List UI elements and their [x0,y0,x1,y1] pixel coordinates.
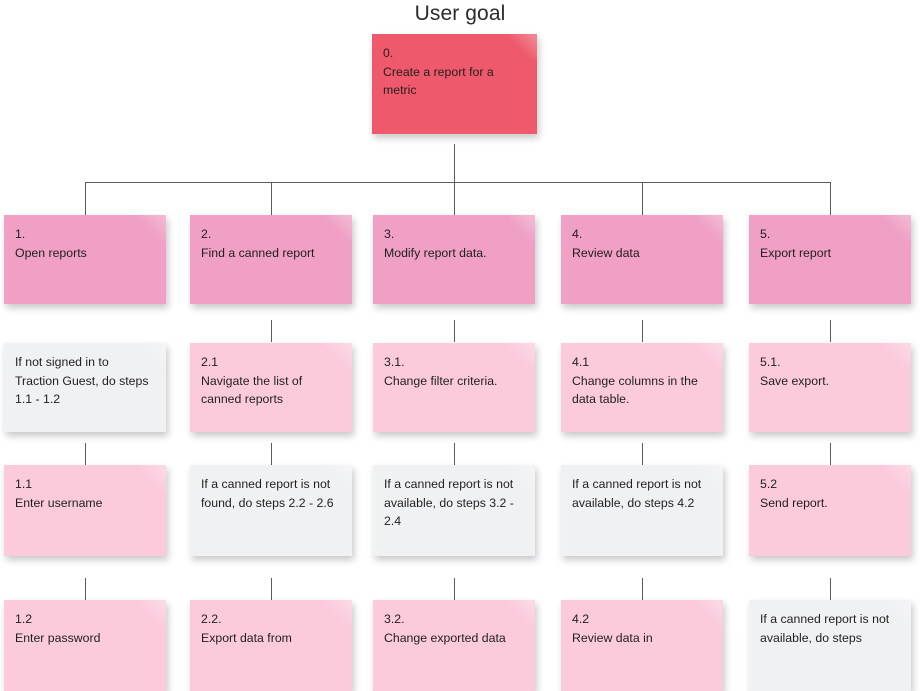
sticky-note-4-condition[interactable]: If a canned report is not available, do … [561,465,723,556]
sticky-index: 3. [384,227,395,241]
sticky-note-2[interactable]: 2. Find a canned report [190,215,352,304]
connector-col-3-row3-row4 [454,578,455,600]
connector-col-1-row3-row4 [85,578,86,600]
sticky-note-1[interactable]: 1. Open reports [4,215,166,304]
sticky-note-2-condition[interactable]: If a canned report is not found, do step… [190,465,352,556]
connector-col-5-row3-row4 [830,578,831,600]
sticky-index: 5.2 [760,477,778,491]
flow-diagram-canvas: User goal 0. Create a report for a metri… [4,2,911,691]
sticky-text: If a canned report is not available, do … [760,612,893,645]
sticky-index: 4.1 [572,355,590,369]
sticky-index: 4. [572,227,583,241]
sticky-index: 1.2 [15,612,33,626]
sticky-index: 2. [201,227,212,241]
connector-col-4-row1-row2 [642,320,643,342]
connector-col-3-row1-row2 [454,320,455,342]
sticky-text: Open reports [15,245,87,260]
sticky-text: Review data in [572,630,653,645]
sticky-text: Change filter criteria. [384,373,498,388]
connector-col-4-row2-row3 [642,443,643,465]
connector-bus-to-col-3 [454,182,455,215]
sticky-text: If a canned report is not available, do … [384,477,518,528]
connector-col-2-row3-row4 [271,578,272,600]
page-title: User goal [414,2,506,25]
sticky-text: Change columns in the data table. [572,373,702,407]
sticky-index: 4.2 [572,612,590,626]
sticky-text: Export data from [201,630,292,645]
sticky-note-4-1[interactable]: 4.1 Change columns in the data table. [561,343,723,432]
sticky-note-5-condition[interactable]: If a canned report is not available, do … [749,600,911,691]
connector-bus-to-col-5 [830,182,831,215]
connector-col-4-row3-row4 [642,578,643,600]
sticky-note-2-2[interactable]: 2.2. Export data from [190,600,352,691]
connector-col-5-row2-row3 [830,443,831,465]
connector-col-2-row1-row2 [271,320,272,342]
sticky-text: Find a canned report [201,245,315,260]
sticky-index: 5.1. [760,355,781,369]
sticky-text: Change exported data [384,630,506,645]
sticky-note-3-2[interactable]: 3.2. Change exported data [373,600,535,691]
sticky-note-4[interactable]: 4. Review data [561,215,723,304]
sticky-index: 3.1. [384,355,405,369]
sticky-text: If a canned report is not available, do … [572,477,705,510]
sticky-note-3[interactable]: 3. Modify report data. [373,215,535,304]
sticky-text: If not signed in to Traction Guest, do s… [15,355,152,406]
connector-col-3-row2-row3 [454,443,455,465]
connector-col-2-row2-row3 [271,443,272,465]
sticky-text: Send report. [760,495,828,510]
sticky-index: 1. [15,227,26,241]
sticky-text: Export report [760,245,832,260]
connector-bus-to-col-1 [85,182,86,215]
sticky-text: Enter password [15,630,101,645]
sticky-index: 1.1 [15,477,33,491]
sticky-text: Create a report for a metric [383,64,498,98]
sticky-note-5-1[interactable]: 5.1. Save export. [749,343,911,432]
sticky-index: 5. [760,227,771,241]
sticky-note-goal[interactable]: 0. Create a report for a metric [372,34,537,134]
connector-col-5-row1-row2 [830,320,831,342]
connector-horizontal-bus [85,182,831,183]
sticky-note-1-2[interactable]: 1.2 Enter password [4,600,166,691]
sticky-text: Modify report data. [384,245,487,260]
sticky-note-3-condition[interactable]: If a canned report is not available, do … [373,465,535,556]
connector-goal-stem [454,144,455,182]
sticky-text: If a canned report is not found, do step… [201,477,334,510]
sticky-note-4-2[interactable]: 4.2 Review data in [561,600,723,691]
connector-bus-to-col-2 [271,182,272,215]
sticky-text: Save export. [760,373,830,388]
sticky-index: 2.1 [201,355,219,369]
sticky-index: 0. [383,46,394,60]
connector-col-1-row2-row3 [85,443,86,465]
sticky-note-2-1[interactable]: 2.1 Navigate the list of canned reports [190,343,352,432]
sticky-note-5[interactable]: 5. Export report [749,215,911,304]
sticky-note-5-2[interactable]: 5.2 Send report. [749,465,911,556]
connector-bus-to-col-4 [642,182,643,215]
sticky-text: Review data [572,245,640,260]
sticky-text: Enter username [15,495,103,510]
sticky-note-1-1[interactable]: 1.1 Enter username [4,465,166,556]
sticky-note-3-1[interactable]: 3.1. Change filter criteria. [373,343,535,432]
sticky-index: 2.2. [201,612,222,626]
sticky-index: 3.2. [384,612,405,626]
sticky-text: Navigate the list of canned reports [201,373,306,407]
sticky-note-1-condition[interactable]: If not signed in to Traction Guest, do s… [4,343,166,432]
